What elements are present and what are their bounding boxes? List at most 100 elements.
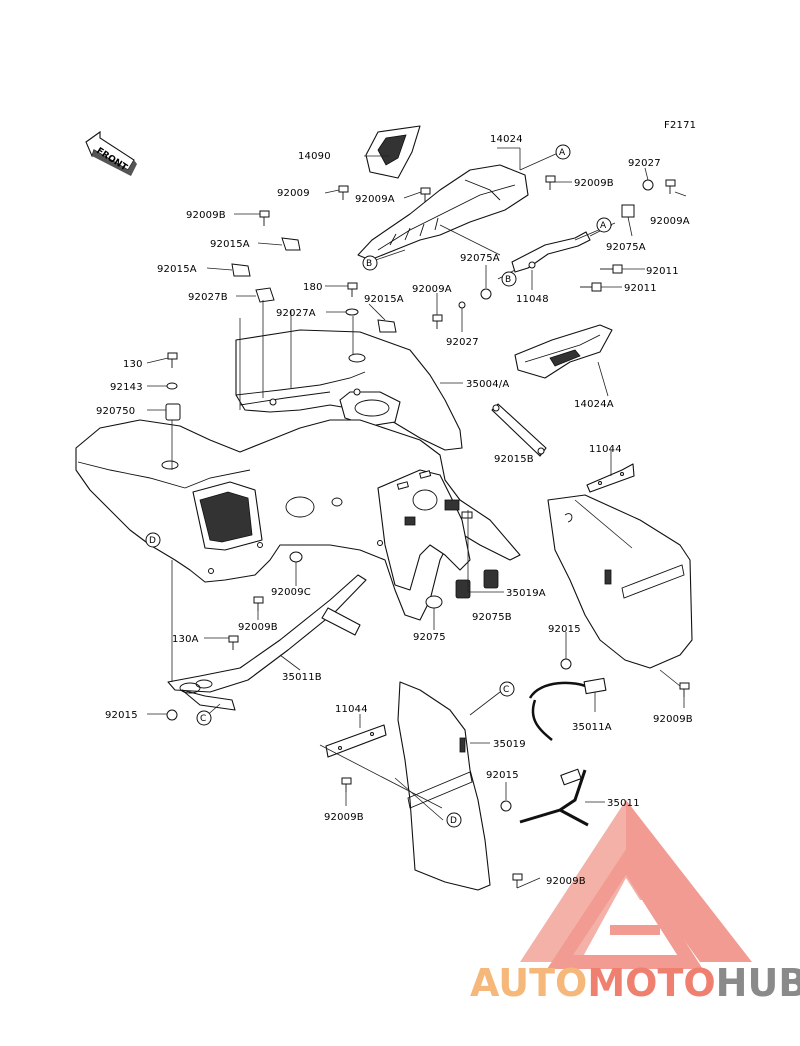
diagram-code: F2171 (664, 120, 696, 131)
watermark-part1: AUTO (470, 961, 587, 1005)
stay-35011A (528, 677, 607, 741)
nut-icon (560, 658, 572, 670)
watermark-part2: MOTO (587, 961, 715, 1005)
bracket-11048 (511, 231, 591, 273)
callout-A2: A (596, 217, 612, 233)
svg-text:A: A (559, 148, 566, 158)
bolt-icon (512, 873, 523, 888)
stay-35011B (167, 574, 367, 711)
part-label: 14024 (490, 134, 523, 145)
bolt-icon (679, 682, 690, 697)
bolt-icon (432, 314, 443, 329)
nut-icon (166, 709, 178, 721)
part-label: 92009 (277, 188, 310, 199)
grommet-icon (255, 287, 275, 303)
mudguard-35019A (547, 494, 693, 669)
svg-text:C: C (503, 685, 509, 695)
part-label: 35019 (493, 739, 526, 750)
front-arrow-icon: FRONT (85, 130, 137, 176)
part-label: 92009B (324, 812, 364, 823)
grommet-icon (289, 551, 303, 563)
part-label: 35011A (572, 722, 612, 733)
watermark-part3: HUB (716, 961, 800, 1005)
grommet-icon (483, 569, 499, 589)
strip-11044-bottom (325, 724, 387, 758)
part-label: 92015 (548, 624, 581, 635)
part-label: 35011 (607, 798, 640, 809)
bolt-icon (259, 210, 270, 226)
part-label: 92009B (186, 210, 226, 221)
part-label: 92009B (238, 622, 278, 633)
part-label: 92075A (606, 242, 646, 253)
part-label: 92027A (276, 308, 316, 319)
part-label: 35011B (282, 672, 322, 683)
part-label: 92015 (486, 770, 519, 781)
part-label: 92009B (574, 178, 614, 189)
bracket-14024A (514, 324, 613, 379)
washer-icon (166, 382, 178, 390)
part-label: 92009A (650, 216, 690, 227)
part-label: 35019A (506, 588, 546, 599)
part-label: 92011 (624, 283, 657, 294)
nut-icon (458, 301, 466, 309)
callout-D1: D (145, 532, 161, 548)
bolt-icon (228, 635, 239, 650)
bolt-icon (580, 282, 602, 292)
svg-text:B: B (505, 275, 511, 285)
part-label: 92015A (157, 264, 197, 275)
washer-icon (345, 308, 359, 316)
bolt-icon (341, 777, 352, 792)
part-label: 180 (303, 282, 323, 293)
part-label: 130 (123, 359, 143, 370)
part-label: 92009B (653, 714, 693, 725)
part-label: 92015A (364, 294, 404, 305)
mudguard-35019 (397, 681, 491, 891)
part-label: 92027B (188, 292, 228, 303)
strip-11044-top (586, 463, 635, 493)
stay-35011 (519, 768, 589, 827)
part-label: 35004/A (466, 379, 509, 390)
part-label: 92009A (412, 284, 452, 295)
part-label: 92015 (105, 710, 138, 721)
part-label: 92009B (546, 876, 586, 887)
nut-icon (480, 288, 492, 300)
callout-C2: C (499, 681, 515, 697)
nut-icon (621, 204, 635, 218)
clip-icon (377, 319, 397, 333)
part-label: 11044 (335, 704, 368, 715)
part-label: 92075 (413, 632, 446, 643)
leader-lines (146, 147, 687, 889)
grommet-icon (455, 579, 471, 599)
bolt-icon (167, 352, 178, 368)
part-label: 14090 (298, 151, 331, 162)
grommet-icon (165, 403, 181, 421)
callout-A1: A (555, 144, 571, 160)
bolt-icon (665, 179, 676, 194)
callout-C1: C (196, 710, 212, 726)
watermark-text: AUTOMOTOHUB (470, 961, 800, 1005)
stay-92015B (491, 403, 547, 457)
bolt-icon (347, 282, 358, 297)
part-label: 92027 (446, 337, 479, 348)
part-label: 92015B (494, 454, 534, 465)
svg-text:C: C (200, 714, 206, 724)
part-label: 920750 (96, 406, 135, 417)
svg-text:B: B (366, 259, 372, 269)
rear-bracket-14024 (357, 164, 529, 261)
callout-B2: B (501, 271, 517, 287)
svg-text:D: D (450, 816, 457, 826)
part-label: 92011 (646, 266, 679, 277)
part-label: 11044 (589, 444, 622, 455)
bolt-icon (545, 175, 556, 190)
nut-icon (500, 800, 512, 812)
rear-fender-35004 (235, 329, 463, 451)
reflector-14090 (365, 125, 421, 179)
grommet-icon (425, 595, 443, 609)
part-label: 130A (172, 634, 199, 645)
clip-icon (281, 237, 301, 251)
clip-icon (231, 263, 251, 277)
bolt-icon (420, 187, 431, 202)
nut-icon (642, 179, 654, 191)
